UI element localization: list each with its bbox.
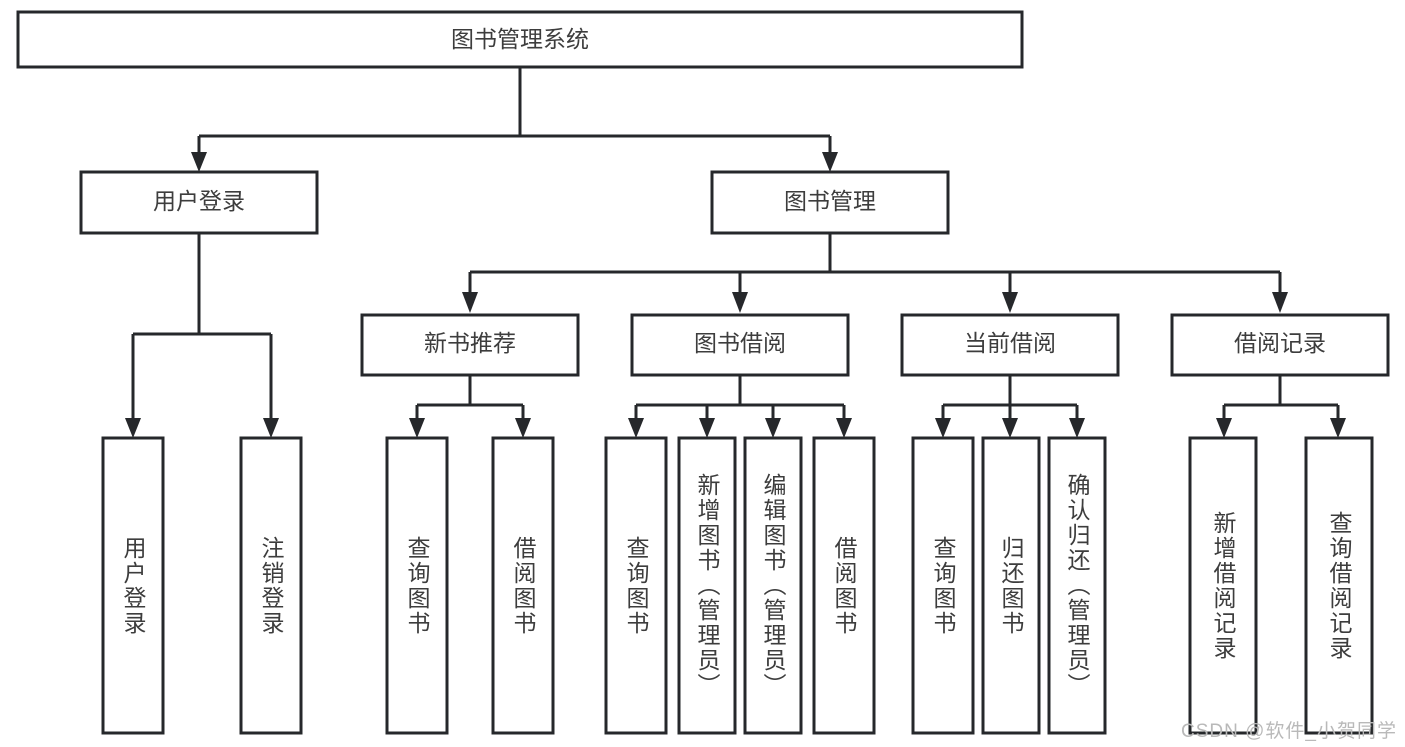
connector-bookborrow-to-leaves (628, 375, 852, 438)
leaf-box-new-book-0[interactable] (385, 436, 449, 735)
leaf-box-borrow-record-1[interactable] (1304, 436, 1374, 735)
leaf-box-current-borrow-0[interactable] (911, 436, 975, 735)
leaf-boxes (101, 436, 1374, 735)
leaf-box-user-login-1[interactable] (239, 436, 303, 735)
node-book-borrow[interactable]: 图书借阅 (630, 313, 850, 377)
node-borrow-record[interactable]: 借阅记录 (1170, 313, 1390, 377)
node-book-management[interactable]: 图书管理 (710, 170, 950, 235)
node-book-borrow-label: 图书借阅 (694, 330, 786, 356)
connector-borrowrecord-to-leaves (1216, 375, 1346, 438)
csdn-watermark: CSDN @软件_小贺同学 (1181, 721, 1397, 742)
connector-userlogin-to-leaves (125, 233, 279, 438)
leaf-box-current-borrow-2[interactable] (1047, 436, 1107, 735)
leaf-box-user-login-0[interactable] (101, 436, 165, 735)
node-current-borrow-label: 当前借阅 (964, 330, 1056, 356)
leaf-box-book-borrow-0[interactable] (604, 436, 668, 735)
node-new-book-recommend-label: 新书推荐 (424, 330, 516, 356)
connector-root-to-level2 (191, 67, 838, 172)
node-book-management-label: 图书管理 (784, 188, 876, 214)
node-current-borrow[interactable]: 当前借阅 (900, 313, 1120, 377)
leaf-box-book-borrow-1[interactable] (677, 436, 737, 735)
node-user-login-label: 用户登录 (153, 188, 245, 214)
connector-currentborrow-to-leaves (935, 375, 1085, 438)
connector-newbook-to-leaves (409, 375, 531, 438)
leaf-box-book-borrow-2[interactable] (743, 436, 803, 735)
node-borrow-record-label: 借阅记录 (1234, 330, 1326, 356)
leaf-box-new-book-1[interactable] (491, 436, 555, 735)
node-root[interactable]: 图书管理系统 (16, 10, 1024, 69)
leaf-box-current-borrow-1[interactable] (981, 436, 1041, 735)
node-user-login[interactable]: 用户登录 (79, 170, 319, 235)
leaf-box-book-borrow-3[interactable] (812, 436, 876, 735)
connector-bookmgmt-to-level3 (462, 233, 1288, 313)
node-root-label: 图书管理系统 (451, 26, 589, 52)
node-new-book-recommend[interactable]: 新书推荐 (360, 313, 580, 377)
leaf-box-borrow-record-0[interactable] (1188, 436, 1258, 735)
